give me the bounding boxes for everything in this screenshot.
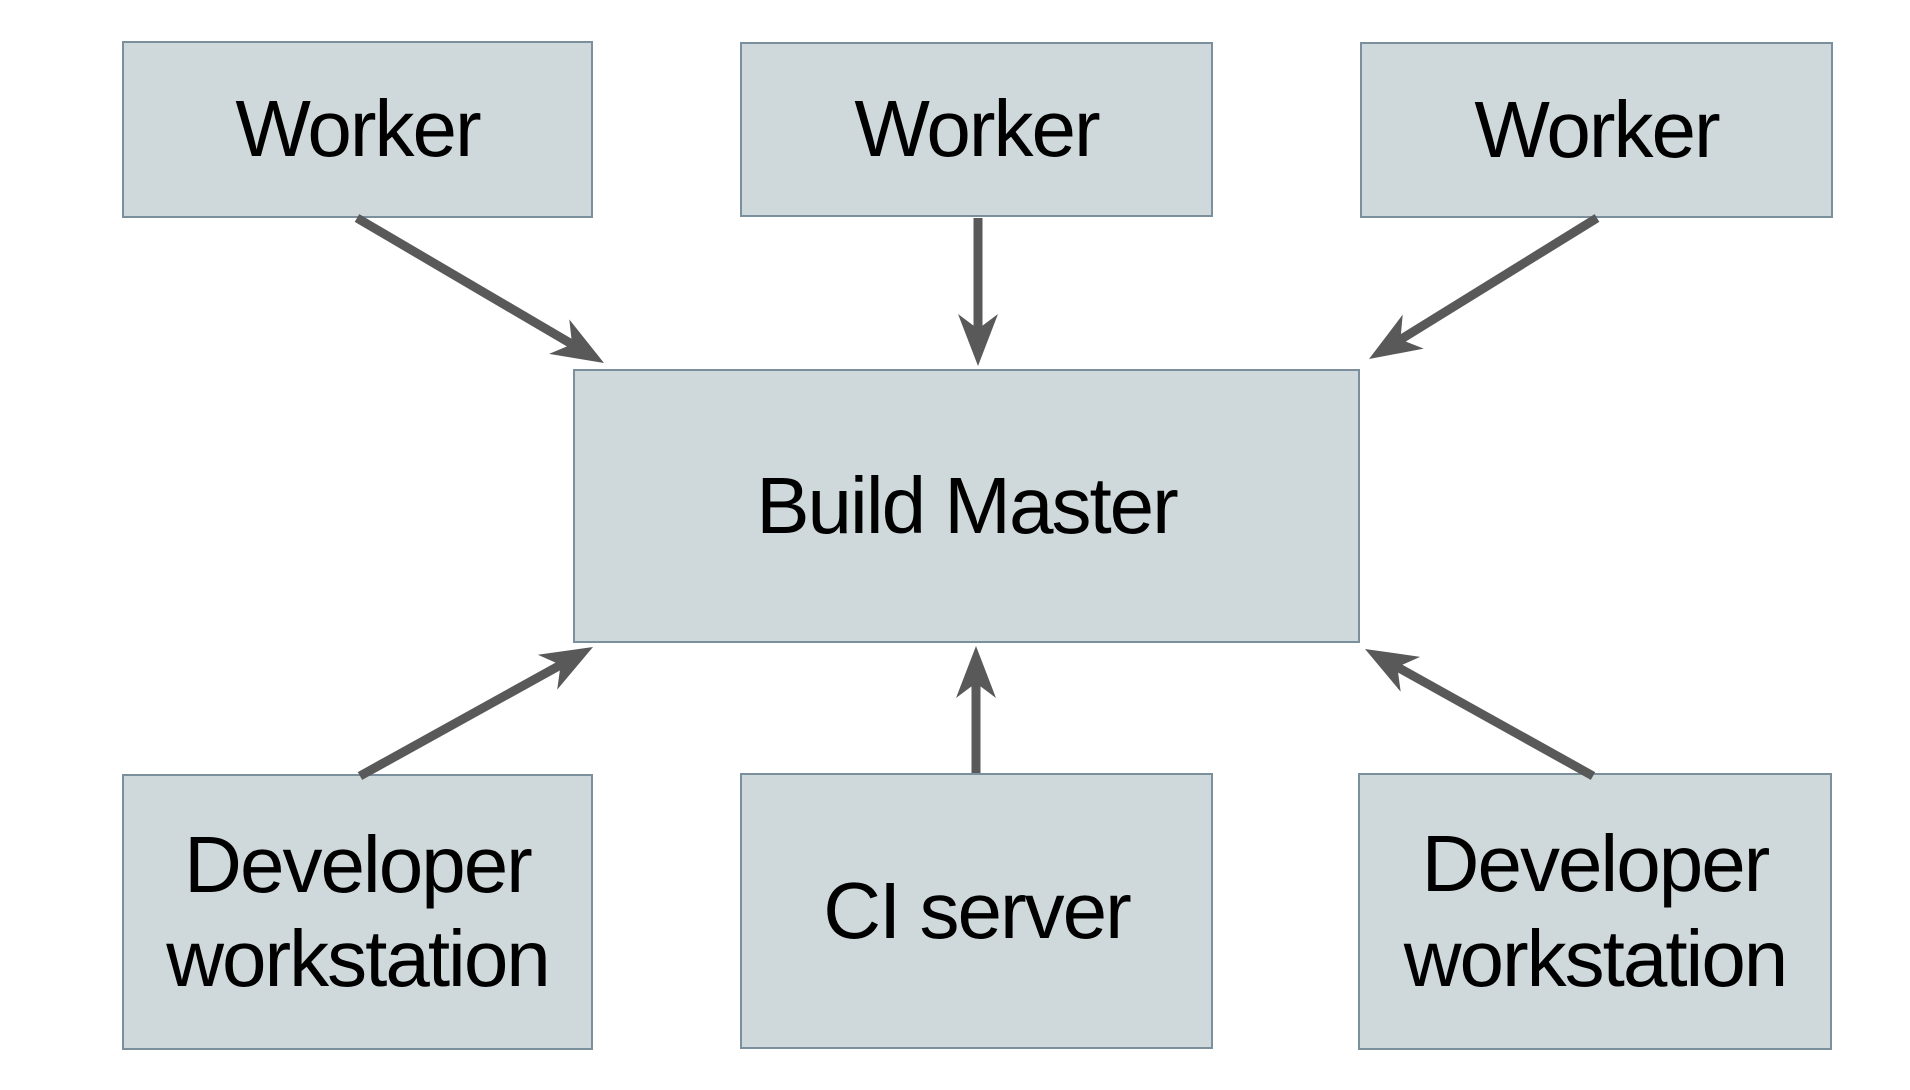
developer-workstation-left-box: Developer workstation [122, 774, 593, 1050]
worker-1-box: Worker [122, 41, 593, 218]
worker-1-to-build-master-shaft [354, 214, 575, 349]
ci-server-to-build-master-arrowhead-icon [956, 646, 996, 698]
worker-2-label: Worker [854, 84, 1100, 174]
worker-1-label: Worker [235, 84, 481, 174]
worker-1-to-build-master-arrow [354, 214, 604, 363]
developer-workstation-left-to-build-master-shaft [357, 660, 563, 780]
ci-server-label: CI server [823, 865, 1131, 955]
worker-3-to-build-master-arrow [1369, 214, 1600, 359]
worker-2-to-build-master-arrowhead-icon [958, 314, 998, 366]
ci-server-box: CI server [740, 773, 1213, 1049]
developer-workstation-right-box: Developer workstation [1358, 773, 1832, 1050]
worker-3-box: Worker [1360, 42, 1833, 218]
worker-2-box: Worker [740, 42, 1213, 217]
build-master-label: Build Master [756, 460, 1179, 550]
developer-workstation-right-to-build-master-shaft [1395, 663, 1596, 780]
developer-workstation-left-to-build-master-arrowhead-icon [537, 647, 593, 690]
developer-workstation-right-to-build-master-arrow [1365, 649, 1596, 780]
worker-3-to-build-master-arrowhead-icon [1369, 314, 1424, 359]
ci-server-to-build-master-arrow [956, 646, 996, 773]
developer-workstation-right-to-build-master-arrowhead-icon [1365, 649, 1421, 692]
worker-3-to-build-master-shaft [1398, 214, 1600, 344]
worker-2-to-build-master-arrow [958, 218, 998, 366]
developer-workstation-right-label: Developer workstation [1403, 819, 1789, 1003]
developer-workstation-left-to-build-master-arrow [357, 647, 593, 780]
worker-1-to-build-master-arrowhead-icon [549, 319, 604, 363]
developer-workstation-left-label: Developer workstation [166, 819, 551, 1003]
worker-3-label: Worker [1474, 84, 1720, 174]
build-master-box: Build Master [573, 369, 1360, 643]
